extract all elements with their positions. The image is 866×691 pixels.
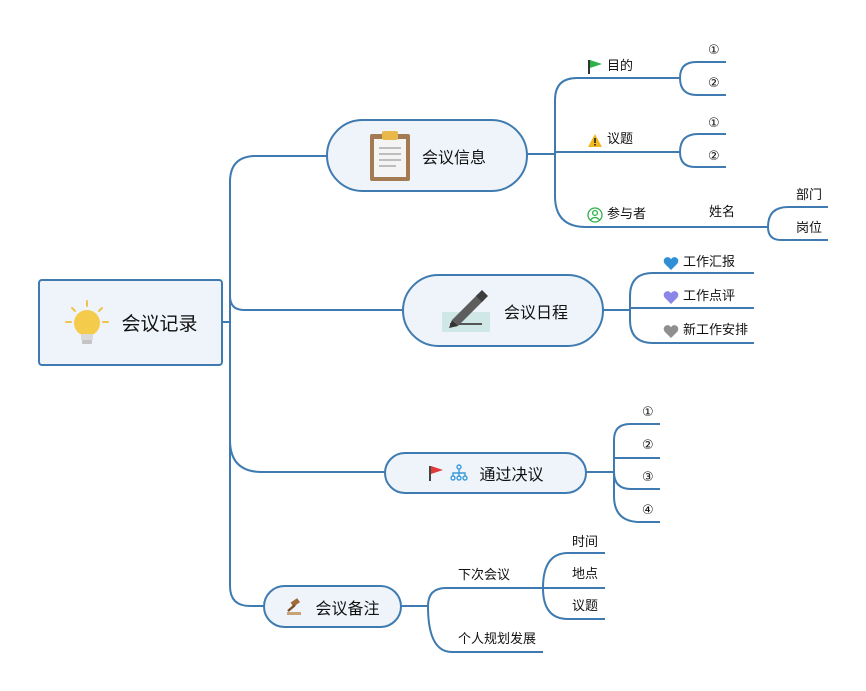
next-time-label[interactable]: 时间 bbox=[572, 535, 599, 550]
resolution-item-4[interactable]: ④ bbox=[642, 503, 654, 518]
gavel-icon bbox=[287, 597, 302, 615]
participants-label[interactable]: 参与者 bbox=[587, 207, 646, 224]
meeting-notes-label: 会议备注 bbox=[315, 598, 380, 618]
warning-icon bbox=[588, 133, 602, 147]
schedule-item-report[interactable]: 工作汇报 bbox=[663, 255, 735, 272]
meeting-notes-node[interactable]: 会议备注 bbox=[263, 585, 402, 628]
green-flag-icon bbox=[588, 60, 602, 74]
purpose-label[interactable]: 目的 bbox=[587, 59, 633, 76]
meeting-schedule-label: 会议日程 bbox=[503, 302, 568, 322]
blue-heart-icon bbox=[663, 256, 679, 270]
person-icon bbox=[587, 207, 603, 223]
topics-label[interactable]: 议题 bbox=[587, 132, 633, 149]
meeting-info-label: 会议信息 bbox=[421, 147, 486, 167]
root-node[interactable]: 会议记录 bbox=[38, 279, 223, 366]
purpose-item-2[interactable]: ② bbox=[708, 76, 720, 91]
clipboard-icon bbox=[369, 130, 410, 181]
topics-item-1[interactable]: ① bbox=[708, 116, 720, 131]
meeting-schedule-node[interactable]: 会议日程 bbox=[402, 274, 604, 347]
lightbulb-icon bbox=[65, 299, 110, 344]
root-label: 会议记录 bbox=[121, 313, 198, 335]
resolution-item-1[interactable]: ① bbox=[642, 405, 654, 420]
next-topic-label[interactable]: 议题 bbox=[572, 599, 599, 614]
name-label[interactable]: 姓名 bbox=[709, 205, 736, 220]
next-place-label[interactable]: 地点 bbox=[572, 567, 599, 582]
schedule-item-new-work[interactable]: 新工作安排 bbox=[663, 323, 748, 340]
department-label[interactable]: 部门 bbox=[796, 188, 823, 203]
resolution-label: 通过决议 bbox=[479, 465, 544, 484]
position-label[interactable]: 岗位 bbox=[796, 221, 823, 236]
purpose-item-1[interactable]: ① bbox=[708, 43, 720, 58]
red-flag-icon bbox=[429, 466, 444, 481]
next-meeting-label[interactable]: 下次会议 bbox=[458, 568, 511, 583]
resolution-item-3[interactable]: ③ bbox=[642, 470, 654, 485]
schedule-item-review[interactable]: 工作点评 bbox=[663, 289, 735, 306]
gray-heart-icon bbox=[663, 324, 679, 338]
meeting-info-node[interactable]: 会议信息 bbox=[326, 119, 528, 192]
resolution-item-2[interactable]: ② bbox=[642, 438, 654, 453]
topics-item-2[interactable]: ② bbox=[708, 149, 720, 164]
resolution-node[interactable]: 通过决议 bbox=[384, 452, 587, 494]
purple-heart-icon bbox=[663, 290, 679, 304]
pen-signing-icon bbox=[441, 289, 490, 332]
org-chart-icon bbox=[450, 464, 469, 481]
personal-plan-label[interactable]: 个人规划发展 bbox=[458, 632, 537, 647]
